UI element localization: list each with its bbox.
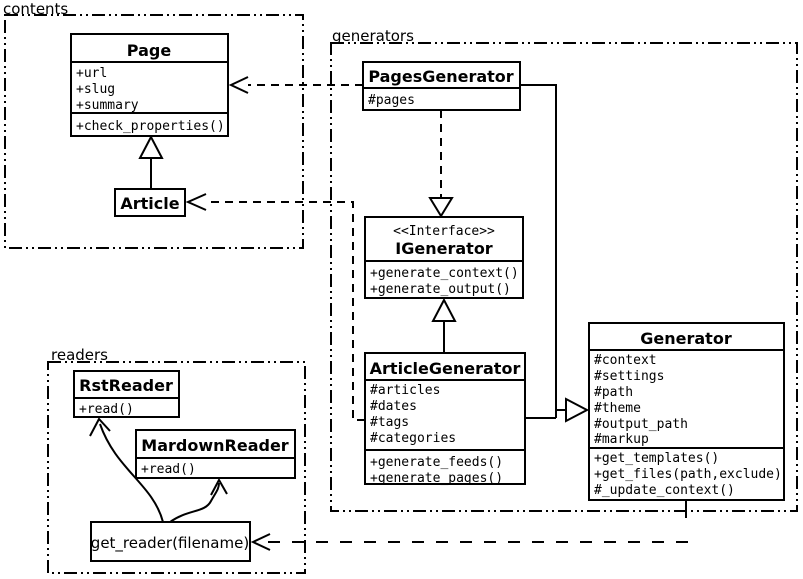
class-generator: Generator #context #settings #path #them… [588, 322, 785, 501]
rstreader-method: +read() [79, 402, 134, 417]
hollow-triangle-icon [565, 397, 590, 423]
generator-attribute: #context [594, 353, 657, 368]
hollow-triangle-icon [431, 297, 457, 322]
dependency-generator-to-getreader [250, 500, 688, 551]
articlegenerator-method: +generate_pages() [370, 471, 503, 486]
getreader-box [90, 521, 251, 562]
generator-attribute: #theme [594, 401, 641, 416]
class-mardownreader: MardownReader +read() [135, 429, 296, 479]
curved-line [169, 482, 220, 523]
generalization-article-to-page [138, 134, 164, 189]
articlegenerator-class-box [364, 352, 526, 485]
package-readers-label: readers [51, 346, 108, 364]
function-getreader: get_reader(filename) [90, 521, 251, 562]
package-generators-border [330, 42, 798, 512]
class-igenerator: <<Interface>> IGenerator +generate_conte… [364, 216, 524, 299]
dependency-line [205, 201, 365, 421]
generator-method: +get_files(path,exclude) [594, 467, 782, 482]
class-article: Article [114, 188, 186, 217]
package-readers-border [47, 361, 306, 574]
class-pagesgenerator: PagesGenerator #pages [362, 61, 521, 111]
package-contents-label: contents [3, 0, 68, 18]
generator-attribute: #settings [594, 369, 664, 384]
generalization-line-vertical [520, 84, 557, 418]
page-class-title: Page [127, 41, 172, 60]
open-arrowhead-icon [210, 477, 228, 496]
hollow-triangle-icon [138, 134, 164, 159]
articlegenerator-attribute: #articles [370, 383, 440, 398]
class-rstreader: RstReader +read() [73, 370, 180, 418]
package-generators-label: generators [332, 27, 414, 45]
page-class-box [70, 33, 229, 137]
generator-method: +get_templates() [594, 451, 719, 466]
package-generators: generators [330, 27, 798, 512]
mardownreader-method: +read() [141, 462, 196, 477]
open-arrowhead-icon [89, 417, 111, 437]
igenerator-class-title: IGenerator [395, 239, 493, 258]
open-arrowhead-icon [250, 533, 271, 551]
package-contents: contents [3, 0, 304, 249]
page-attribute: +summary [76, 98, 139, 113]
igenerator-method: +generate_output() [370, 282, 511, 297]
generator-attribute: #path [594, 385, 633, 400]
pagesgenerator-class-title: PagesGenerator [368, 67, 513, 86]
generator-method: #_update_context() [594, 483, 735, 498]
igenerator-class-box [364, 216, 524, 299]
curved-line [99, 423, 164, 523]
open-arrowhead-icon [185, 193, 207, 211]
articlegenerator-attribute: #dates [370, 399, 417, 414]
page-attribute: +slug [76, 82, 115, 97]
articlegenerator-method: +generate_feeds() [370, 455, 503, 470]
open-arrowhead-icon [228, 76, 249, 94]
hollow-triangle-icon [428, 197, 454, 218]
page-method: +check_properties() [76, 119, 225, 134]
articlegenerator-attribute: #categories [370, 431, 456, 446]
mardownreader-class-title: MardownReader [141, 436, 289, 455]
package-contents-border [4, 14, 304, 249]
arrow-getreader-to-mardownreader [169, 477, 228, 523]
generalization-generators-to-generator [520, 84, 590, 423]
rstreader-class-title: RstReader [79, 376, 173, 395]
package-readers: readers [47, 346, 306, 574]
mardownreader-class-box [135, 429, 296, 479]
generator-class-title: Generator [640, 329, 732, 348]
dependency-articlegenerator-to-article [185, 193, 365, 421]
igenerator-stereotype: <<Interface>> [393, 224, 495, 239]
generator-attribute: #output_path [594, 417, 688, 432]
generator-class-box [588, 322, 785, 501]
articlegenerator-attribute: #tags [370, 415, 409, 430]
pagesgenerator-class-box [362, 61, 521, 111]
generator-attribute: #markup [594, 432, 649, 447]
page-attribute: +url [76, 66, 107, 81]
class-articlegenerator: ArticleGenerator #articles #dates #tags … [364, 352, 526, 486]
realization-pagesgenerator-to-igenerator [428, 110, 454, 218]
arrow-getreader-to-rstreader [89, 417, 164, 523]
pagesgenerator-attribute: #pages [368, 93, 415, 108]
igenerator-method: +generate_context() [370, 266, 519, 281]
getreader-label: get_reader(filename) [91, 534, 249, 553]
dependency-pagesgenerator-to-page [228, 76, 363, 94]
rstreader-class-box [73, 370, 180, 418]
class-page: Page +url +slug +summary +check_properti… [70, 33, 229, 137]
articlegenerator-class-title: ArticleGenerator [370, 359, 521, 378]
generalization-articlegenerator-to-igenerator [431, 297, 457, 353]
article-class-box [114, 188, 186, 217]
article-class-title: Article [120, 194, 179, 213]
